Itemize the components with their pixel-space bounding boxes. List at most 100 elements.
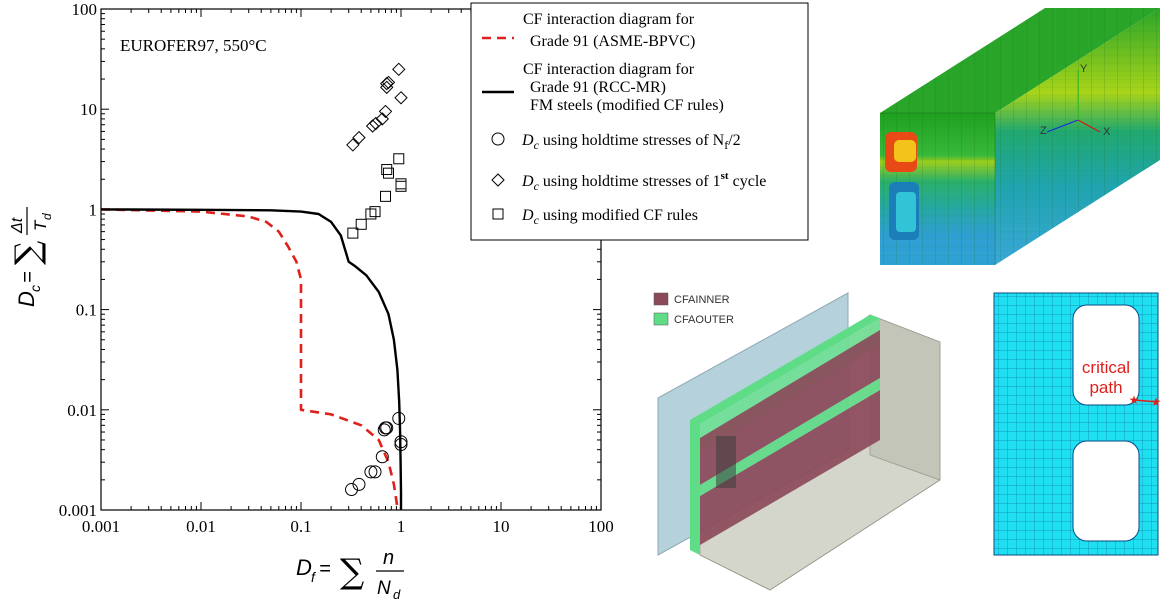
circle-point <box>394 438 408 452</box>
legend-text: Grade 91 (ASME-BPVC) <box>530 33 695 50</box>
legend-text: CF interaction diagram for <box>523 11 695 28</box>
legend-text: Dc using holdtime stresses of Nf/2 <box>521 132 741 152</box>
rccmr-interaction-curve <box>101 208 403 510</box>
legend-swatch <box>492 208 504 220</box>
diamond-point <box>380 80 394 95</box>
inner-set-upper <box>700 330 880 485</box>
legend-swatch-cfainner <box>653 292 669 306</box>
legend-label-cfainner: CFAINNER <box>674 294 730 306</box>
legend-swatch-cfaouter <box>653 312 669 326</box>
legend-text: CF interaction diagram for <box>523 61 695 78</box>
circle-point <box>392 411 406 425</box>
xlabel-den-sub: d <box>393 587 401 602</box>
x-axis-label: D f = ∑ n N d <box>296 547 404 602</box>
y-axis-label: D c = ∑ Δt T d <box>8 207 54 307</box>
axis-triad: X Z Y <box>1040 63 1111 138</box>
diamond-point <box>378 104 393 119</box>
x-tick-label: 0.001 <box>82 517 120 536</box>
ylabel-den: T <box>31 219 50 231</box>
circle-point <box>368 465 382 479</box>
series-0 <box>101 208 400 510</box>
series-2 <box>345 411 408 497</box>
legend-text: Dc using modified CF rules <box>521 207 698 227</box>
legend-entry-4: Dc using modified CF rules <box>492 207 698 227</box>
x-tick-label: 0.1 <box>290 517 311 536</box>
xlabel-sum: ∑ <box>340 552 364 592</box>
x-tick-label: 0.01 <box>186 517 216 536</box>
ylabel-eq: = <box>17 271 39 283</box>
square-point <box>395 178 407 190</box>
x-tick-label: 100 <box>588 517 614 536</box>
legend-swatch <box>491 132 505 146</box>
circle-point <box>345 483 359 497</box>
fe-contour-beam-image: X Z Y <box>880 8 1160 265</box>
square-point <box>355 218 367 230</box>
legend-text: FM steels (modified CF rules) <box>530 97 724 114</box>
legend-swatch <box>491 173 505 187</box>
diamond-point <box>380 76 394 91</box>
y-tick-label: 0.001 <box>59 501 97 520</box>
xlabel-eq: = <box>319 558 331 580</box>
legend-entry-3: Dc using holdtime stresses of 1st cycle <box>491 170 766 193</box>
y-tick-label: 0.01 <box>67 401 97 420</box>
fe-element-sets-image: CFAINNER CFAOUTER <box>653 292 941 591</box>
y-tick-label: 100 <box>72 0 98 19</box>
critical-path-label-2: path <box>1089 378 1122 397</box>
diamond-point <box>369 116 383 131</box>
square-point <box>395 180 407 192</box>
triad-x: X <box>1103 126 1111 138</box>
ylabel-lhs: D <box>14 291 39 307</box>
circle-point <box>375 450 389 464</box>
square-point <box>393 153 405 165</box>
chart: 0.001 0.01 0.1 1 10 100 0.001 0.01 0.1 1 10 100 EUR… <box>8 0 809 602</box>
legend-box <box>470 2 809 241</box>
circle-point <box>377 423 391 437</box>
circle-point <box>394 435 408 449</box>
ylabel-num: Δt <box>9 217 26 234</box>
circle-point <box>380 421 394 435</box>
legend-text: Grade 91 (RCC-MR) <box>530 79 666 96</box>
ylabel-den-sub: d <box>40 213 54 220</box>
diamond-point <box>394 91 408 105</box>
ylabel-sum: ∑ <box>8 241 48 265</box>
diamond-point <box>392 62 406 77</box>
svg-text:★: ★ <box>1129 393 1140 407</box>
y-tick-label: 1 <box>89 200 98 219</box>
mesh-upper-hole <box>1072 304 1140 406</box>
legend-label-cfaouter: CFAOUTER <box>674 314 734 326</box>
asme-interaction-curve <box>101 208 400 510</box>
square-point <box>380 190 392 202</box>
fe-mesh-critical-path-image: ★ ★ critical path <box>993 292 1162 556</box>
x-tick-label: 10 <box>493 517 510 536</box>
xlabel-lhs: D <box>296 555 312 580</box>
legend-text: Dc using holdtime stresses of 1st cycle <box>521 170 766 193</box>
series-layer <box>101 62 408 510</box>
xlabel-num: n <box>383 547 394 569</box>
mesh-lower-hole <box>1072 440 1140 542</box>
series-1 <box>101 208 403 510</box>
square-point <box>369 206 381 218</box>
xlabel-lhs-sub: f <box>311 569 317 585</box>
chart-annotation: EUROFER97, 550°C <box>120 36 267 55</box>
triad-z: Z <box>1040 125 1047 137</box>
series-3 <box>346 62 408 152</box>
diamond-point <box>352 130 366 145</box>
y-tick-label: 0.1 <box>76 301 97 320</box>
triad-y: Y <box>1080 63 1088 75</box>
square-point <box>347 227 359 239</box>
x-tick-label: 1 <box>397 517 406 536</box>
svg-text:★: ★ <box>1151 395 1162 409</box>
square-point <box>383 167 395 179</box>
y-tick-label: 10 <box>80 100 97 119</box>
circle-point <box>364 465 378 479</box>
circle-point <box>352 477 366 491</box>
plot-frame <box>100 8 602 511</box>
critical-path-label-1: critical <box>1082 358 1130 377</box>
legend-entry-2: Dc using holdtime stresses of Nf/2 <box>491 132 741 152</box>
critical-path-line <box>1133 399 1159 403</box>
inner-set-lower <box>700 390 880 545</box>
